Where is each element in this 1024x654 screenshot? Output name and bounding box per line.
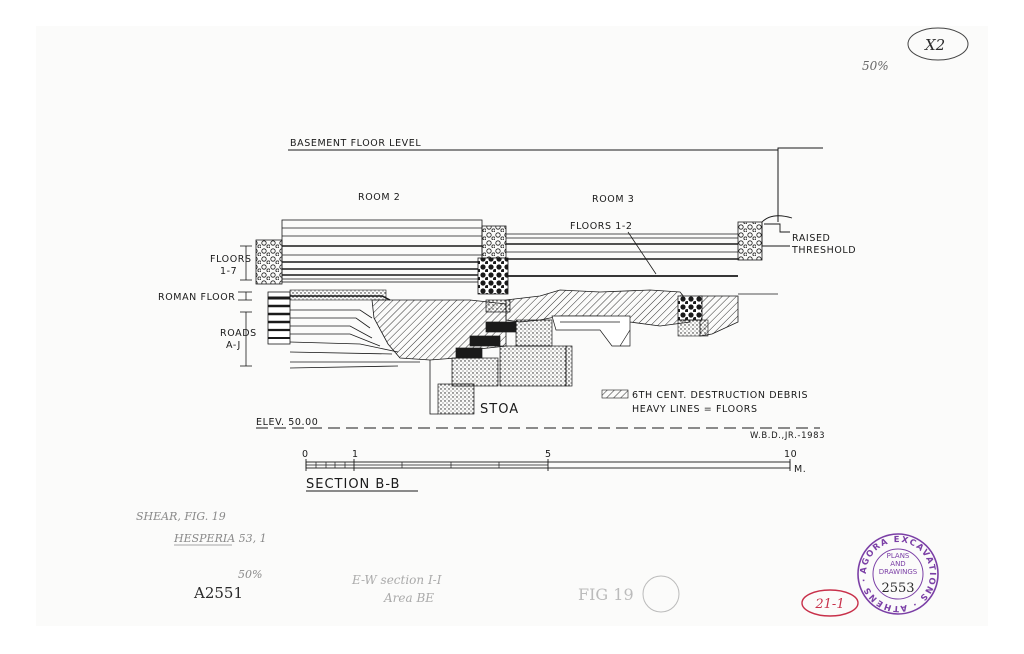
scale-bar (305, 459, 791, 471)
scale-tick-5: 5 (545, 449, 552, 460)
stamp-center-3: DRAWINGS (879, 568, 918, 576)
threshold-label: THRESHOLD (791, 245, 856, 256)
left-rubble-wall (255, 239, 283, 285)
floors-bracket (240, 245, 252, 281)
raised-threshold (761, 215, 793, 247)
fig-circle (642, 575, 680, 613)
top-percent: 50% (862, 59, 889, 73)
stoa-label: STOA (480, 402, 519, 417)
right-dotted-block (677, 319, 709, 337)
legend-floors-text: HEAVY LINES = FLOORS (632, 404, 758, 415)
floors-label: FLOORS (210, 254, 252, 265)
floors-1-2-arrow (627, 231, 657, 275)
top-code-oval (907, 27, 969, 61)
threshold-block (764, 223, 790, 233)
right-black-rubble (677, 295, 703, 321)
floors-range-label: 1-7 (220, 266, 237, 277)
accession-number: A2551 (193, 584, 243, 602)
scale-tick-0: 0 (302, 449, 309, 460)
bottom-percent: 50% (238, 568, 262, 581)
raised-label: RAISED (792, 233, 830, 244)
ew-section-note: E-W section I-I (351, 573, 442, 587)
signature: W.B.D.,JR.-1983 (750, 431, 825, 441)
red-code-oval (801, 589, 859, 617)
scale-unit: M. (794, 464, 806, 475)
basement-wall-line (777, 147, 823, 150)
stamp-center-2: AND (890, 560, 905, 568)
floors-1-2-label: FLOORS 1-2 (570, 221, 633, 232)
area-note: Area BE (383, 591, 434, 605)
stoa-wall-outline (429, 360, 438, 415)
basement-floor-label: BASEMENT FLOOR LEVEL (290, 138, 421, 149)
room-3-label: ROOM 3 (592, 194, 634, 205)
legend-debris-text: 6TH CENT. DESTRUCTION DEBRIS (632, 390, 808, 401)
roads-label: ROADS (220, 328, 257, 339)
roads-bracket (240, 311, 252, 367)
section-title: SECTION B-B (306, 477, 400, 492)
roman-floor-band (289, 289, 387, 301)
central-rubble-wall-top (481, 225, 507, 259)
stamp-center-1: PLANS (887, 552, 910, 560)
top-code: X2 (924, 36, 945, 54)
legend-hatch-swatch (601, 389, 629, 399)
hesperia-note: HESPERIA 53, 1 (173, 532, 267, 545)
roman-floor-bracket (238, 291, 252, 301)
roads-range-label: A-J (226, 340, 241, 351)
red-code: 21-1 (814, 597, 844, 612)
fig-note: FIG 19 (578, 585, 634, 604)
scale-tick-1: 1 (352, 449, 359, 460)
roads-strata (267, 291, 420, 369)
central-rubble-wall-bottom (477, 257, 509, 295)
room-2-label: ROOM 2 (358, 192, 400, 203)
shear-note: SHEAR, FIG. 19 (136, 510, 226, 523)
room-2-floors (281, 219, 483, 283)
roman-floor-label: ROMAN FLOOR (158, 292, 235, 303)
elevation-label: ELEV. 50.00 (256, 417, 318, 428)
stamp-number: 2553 (881, 581, 914, 596)
scale-tick-10: 10 (784, 449, 797, 460)
right-rubble-wall (737, 221, 763, 261)
agora-stamp: AGORA EXCAVATIONS · ATHENS · PLANS AND D… (857, 533, 939, 615)
stoa-foundations (437, 299, 631, 415)
room-3-floors (506, 233, 738, 277)
